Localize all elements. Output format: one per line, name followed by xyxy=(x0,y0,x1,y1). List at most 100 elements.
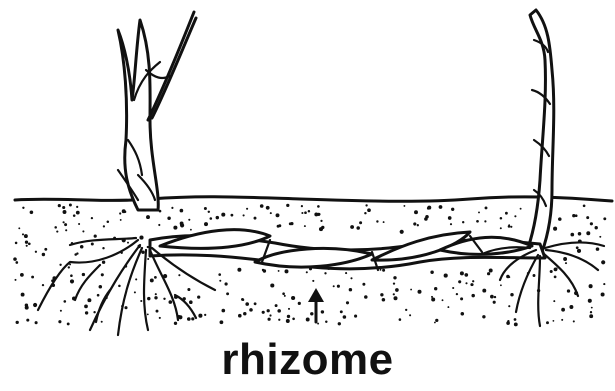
soil-dot xyxy=(350,277,352,279)
soil-dot xyxy=(178,274,180,276)
soil-dot xyxy=(63,300,66,303)
soil-dot xyxy=(197,295,200,298)
soil-dot xyxy=(63,221,65,223)
left-shoot xyxy=(118,12,196,210)
soil-dot xyxy=(15,242,18,245)
soil-dot xyxy=(304,225,306,227)
soil-dot xyxy=(74,253,77,256)
soil-dot xyxy=(500,217,503,220)
soil-dot xyxy=(198,314,202,318)
soil-dot xyxy=(173,226,177,230)
soil-dot xyxy=(333,285,335,287)
soil-dot xyxy=(135,278,137,280)
soil-dot xyxy=(73,214,76,217)
soil-dot xyxy=(317,323,319,325)
soil-surface-line xyxy=(15,197,612,202)
soil-dot xyxy=(174,322,177,325)
soil-dot xyxy=(124,211,126,213)
soil-dot xyxy=(246,208,248,210)
soil-dot xyxy=(127,242,129,244)
soil-dot xyxy=(254,302,257,305)
soil-dot xyxy=(308,210,310,212)
soil-dot xyxy=(482,289,486,293)
soil-dot xyxy=(269,314,271,316)
soil-dot xyxy=(94,235,97,238)
soil-dot xyxy=(99,285,103,289)
soil-dot xyxy=(120,219,122,221)
soil-dot xyxy=(590,222,593,225)
soil-dot xyxy=(226,292,229,295)
soil-dot xyxy=(243,312,246,315)
soil-dot xyxy=(190,229,192,231)
soil-dot xyxy=(589,284,593,288)
soil-dot xyxy=(191,317,194,320)
soil-dot xyxy=(35,251,37,253)
soil-dot xyxy=(44,248,47,251)
soil-dot xyxy=(204,207,207,210)
soil-dot xyxy=(533,274,536,277)
soil-dot xyxy=(546,321,549,324)
soil-dot xyxy=(16,321,19,324)
soil-dot xyxy=(150,278,154,282)
soil-dot xyxy=(573,320,575,322)
soil-dot xyxy=(290,222,293,225)
soil-dot xyxy=(102,247,104,249)
soil-dot xyxy=(78,223,80,225)
soil-dot xyxy=(270,283,274,287)
soil-dot xyxy=(188,219,190,221)
soil-dot xyxy=(282,292,285,295)
soil-dot xyxy=(277,225,280,228)
soil-dot xyxy=(362,283,365,286)
soil-dot xyxy=(147,314,149,316)
soil-dot xyxy=(448,216,452,220)
soil-dot xyxy=(603,217,606,220)
soil-dot xyxy=(458,280,461,283)
soil-dot xyxy=(601,260,605,264)
soil-dot xyxy=(380,293,383,296)
soil-dot xyxy=(514,322,518,326)
soil-dot xyxy=(354,315,357,318)
soil-dot xyxy=(417,224,419,226)
soil-dot xyxy=(219,280,221,282)
soil-dot xyxy=(460,271,464,275)
soil-dot xyxy=(591,307,593,309)
soil-dot xyxy=(405,309,407,311)
soil-dot xyxy=(345,272,347,274)
soil-dot xyxy=(508,305,510,307)
soil-dot xyxy=(451,208,454,211)
soil-dot xyxy=(118,285,121,288)
soil-dot xyxy=(286,319,290,323)
soil-dot xyxy=(146,215,150,219)
soil-dot xyxy=(359,221,362,224)
soil-dot xyxy=(139,236,143,240)
soil-dot xyxy=(218,273,221,276)
soil-dot xyxy=(356,226,360,230)
soil-dot xyxy=(243,214,245,216)
soil-dot xyxy=(569,305,573,309)
soil-dot xyxy=(435,319,438,322)
soil-dot xyxy=(15,261,18,264)
soil-dot xyxy=(393,293,395,295)
soil-dot xyxy=(430,270,433,273)
soil-dot xyxy=(554,267,558,271)
soil-dot xyxy=(69,204,72,207)
soil-dot xyxy=(154,276,157,279)
soil-dot xyxy=(35,321,38,324)
soil-dot xyxy=(287,315,290,318)
soil-dot xyxy=(367,208,371,212)
soil-dot xyxy=(510,293,513,296)
soil-dot xyxy=(507,320,509,322)
soil-dot xyxy=(103,225,105,227)
soil-dot xyxy=(489,269,493,273)
soil-dot xyxy=(60,310,62,312)
soil-dot xyxy=(343,315,347,319)
soil-dot xyxy=(567,289,570,292)
soil-dot xyxy=(514,215,516,217)
soil-dot xyxy=(266,206,270,210)
soil-dot xyxy=(393,282,395,284)
soil-dot xyxy=(596,247,600,251)
soil-dot xyxy=(395,288,399,292)
soil-dot xyxy=(346,301,349,304)
soil-dot xyxy=(262,269,264,271)
soil-dot xyxy=(159,317,161,319)
